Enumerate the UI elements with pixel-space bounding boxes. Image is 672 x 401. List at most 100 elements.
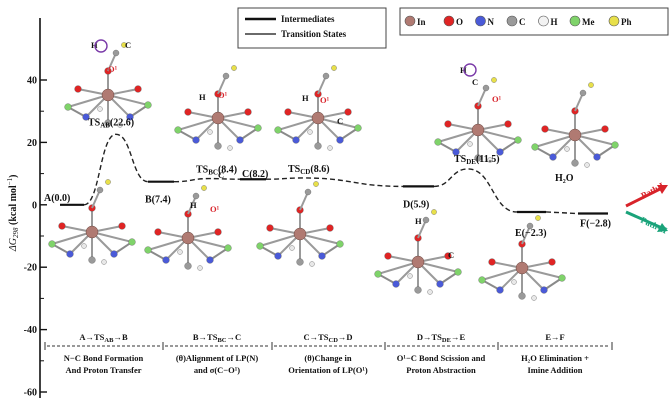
section-line2-2: Orientation of LP(O¹) (288, 365, 368, 375)
atom-1-3 (236, 136, 244, 144)
top-ph-4 (588, 82, 594, 88)
top-bond-9 (521, 225, 531, 245)
atom-6-3 (206, 256, 214, 264)
ring-bond-b-7 (321, 243, 341, 257)
top-ph-9 (535, 215, 541, 221)
bond-1-4 (217, 117, 259, 129)
legend-atom-label-0: In (417, 17, 426, 27)
bond-0-4 (107, 94, 149, 106)
top-ph-7 (313, 181, 319, 187)
atom-6-9 (197, 265, 203, 271)
atom-6-1 (162, 256, 170, 264)
molecule-5 (48, 179, 136, 265)
section-arrow-0: A→TSAB→B (79, 332, 128, 344)
label-B: B(7.4) (145, 195, 171, 206)
section-arrow-4: E→F (545, 332, 564, 342)
atom-3-0 (434, 138, 442, 146)
atom-8-0 (374, 270, 382, 278)
atom-marker-13: C (218, 170, 224, 180)
atom-marker-3: H (199, 92, 206, 102)
atom-marker-7: C (337, 116, 343, 126)
molecule-4 (531, 82, 619, 168)
ring-bond-b-6 (209, 247, 229, 261)
top-bond-3 (477, 87, 487, 107)
top-atom-8 (422, 216, 430, 224)
atom-9-1 (496, 286, 504, 294)
section-line2-1: and σ(C−O¹) (194, 365, 240, 375)
ring-bond-b-0 (129, 104, 149, 118)
atom-4-4 (611, 141, 619, 149)
water-label: H₂O (555, 173, 574, 184)
atom-0-1 (82, 113, 90, 121)
molecule-7 (256, 181, 344, 267)
section-line2-3: Proton Abstraction (406, 365, 476, 375)
atom-1-0 (174, 126, 182, 134)
top-atom-6 (192, 192, 200, 200)
connector-A-B (83, 133, 149, 206)
atom-marker-6: O¹ (320, 95, 330, 105)
energy-path (60, 133, 608, 215)
bond-5-4 (91, 231, 133, 243)
legend-line-label-0: Intermediates (281, 14, 335, 24)
atom-9-0 (478, 276, 486, 284)
top-atom-2 (322, 72, 330, 80)
bond-2-0 (277, 117, 319, 131)
bond-7-0 (259, 233, 301, 247)
top-atom-1 (222, 72, 230, 80)
top-ph-1 (231, 65, 237, 71)
y-tick-label-4: -40 (24, 325, 37, 336)
atom-4-8 (564, 146, 570, 152)
atom-7-8 (289, 245, 295, 251)
atom-4-5 (541, 125, 549, 133)
y-tick-label-5: -60 (24, 388, 37, 399)
atom-in-4 (568, 128, 582, 142)
atom-in-0 (101, 88, 115, 102)
path-1-arrow (625, 186, 663, 208)
atom-7-1 (274, 252, 282, 260)
top-atom-4 (579, 89, 587, 97)
atom-8-3 (436, 280, 444, 288)
atom-4-0 (531, 143, 539, 151)
atom-in-3 (471, 123, 485, 137)
ring-bond-b-8 (439, 271, 459, 285)
bond-3-4 (477, 129, 519, 141)
atom-8-1 (392, 280, 400, 288)
legend-atom-swatch-6 (608, 15, 620, 27)
atom-3-8 (467, 141, 473, 147)
atom-marker-11: H (190, 200, 197, 210)
ring-bond-b-2 (339, 127, 359, 141)
atom-in-9 (515, 261, 529, 275)
top-atom-9 (526, 222, 534, 230)
top-bond-1 (217, 75, 227, 95)
label-D: D(5.9) (403, 199, 429, 210)
atom-5-5 (58, 222, 66, 230)
atom-0-2 (104, 119, 112, 127)
label-C: C(8.2) (242, 169, 268, 180)
connector-D-E (433, 168, 518, 213)
legend-atom-swatch-5 (569, 15, 581, 27)
atom-8-2 (414, 286, 422, 294)
atom-marker-12: O¹ (210, 204, 220, 214)
top-bond-2 (317, 75, 327, 95)
bond-1-0 (177, 117, 219, 131)
atom-0-6 (134, 85, 142, 93)
legend-atom-swatch-3 (506, 15, 518, 27)
atom-1-6 (244, 108, 252, 116)
atom-5-9 (101, 259, 107, 265)
top-ph-8 (431, 209, 437, 215)
section-line1-2: (θ)Change in (304, 353, 351, 363)
atom-3-6 (504, 120, 512, 128)
bond-9-4 (521, 267, 563, 279)
atom-4-2 (571, 159, 579, 167)
atom-6-0 (144, 246, 152, 254)
y-tick-label-3: -20 (24, 263, 37, 274)
top-atom-0 (112, 49, 120, 57)
section-line1-3: O¹−C Bond Scission and (397, 353, 486, 363)
bond-0-0 (67, 94, 109, 108)
atom-5-0 (48, 240, 56, 248)
ring-bond-b-9 (543, 277, 563, 291)
atom-marker-4: O¹ (218, 90, 228, 100)
legend-atom-label-6: Ph (621, 17, 632, 27)
path-1-arrowhead (657, 185, 668, 194)
atom-5-6 (118, 222, 126, 230)
